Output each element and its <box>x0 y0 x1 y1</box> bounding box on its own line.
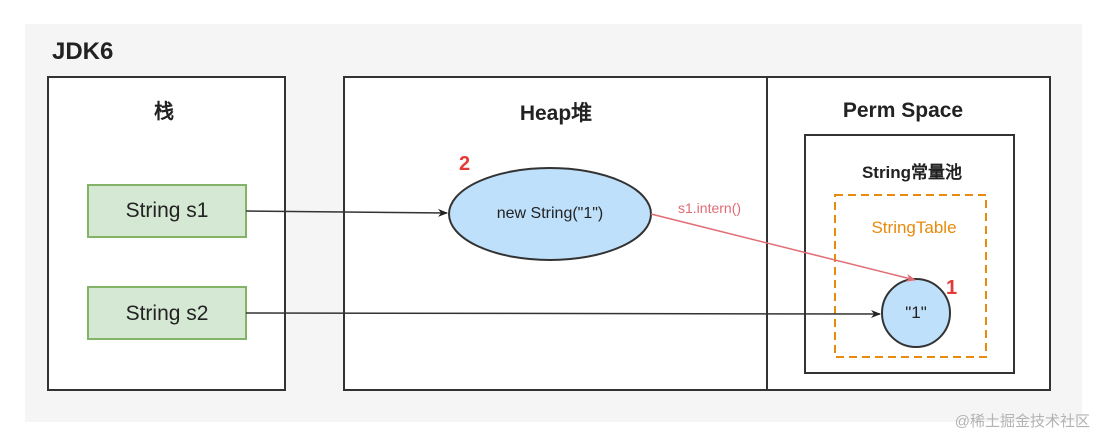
object-marker: 2 <box>459 153 471 175</box>
stack-title: 栈 <box>154 101 174 123</box>
literal-label: "1" <box>905 303 927 322</box>
edge-s2-to-literal <box>245 309 881 318</box>
literal-marker: 1 <box>946 277 958 299</box>
intern-edge-label: s1.intern() <box>678 200 742 216</box>
stack-item-s2-label: String s2 <box>125 302 209 325</box>
heap-title: Heap堆 <box>519 102 593 125</box>
stack-item-s1-label: String s1 <box>125 199 209 222</box>
stack-item-s1 <box>87 184 247 238</box>
string-table-title: StringTable <box>871 218 957 237</box>
diagram-title: JDK6 <box>52 38 114 65</box>
literal-node <box>881 278 951 348</box>
string-pool-title: String常量池 <box>861 163 963 182</box>
heap-object-label: new String("1") <box>496 205 604 222</box>
edge-intern <box>650 213 916 282</box>
edge-s1-to-object <box>245 208 448 217</box>
watermark: @稀土掘金技术社区 <box>954 413 1090 430</box>
perm-space-title: Perm Space <box>842 99 964 122</box>
